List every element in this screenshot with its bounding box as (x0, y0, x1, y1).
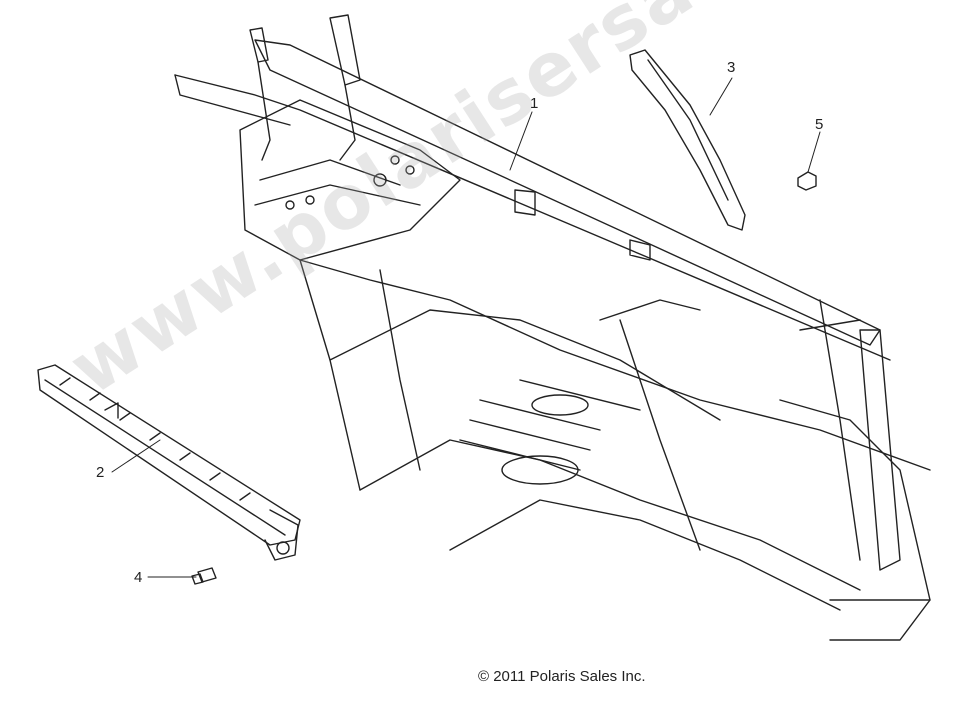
leader-lines (111, 77, 821, 578)
rear-bar (629, 49, 746, 231)
callout-3: 3 (727, 59, 736, 76)
leader-line-1 (509, 111, 533, 171)
callout-5: 5 (815, 116, 824, 133)
main-frame (174, 14, 931, 641)
bumper-rail (37, 364, 301, 561)
leader-line-3 (709, 77, 733, 116)
leader-line-5 (807, 131, 821, 173)
callout-1: 1 (530, 95, 539, 112)
callout-2: 2 (96, 464, 105, 481)
copyright-text: © 2011 Polaris Sales Inc. (478, 668, 646, 685)
nut (797, 171, 817, 191)
callout-4: 4 (134, 569, 143, 586)
leader-line-2 (111, 439, 161, 473)
bolt (191, 567, 217, 585)
